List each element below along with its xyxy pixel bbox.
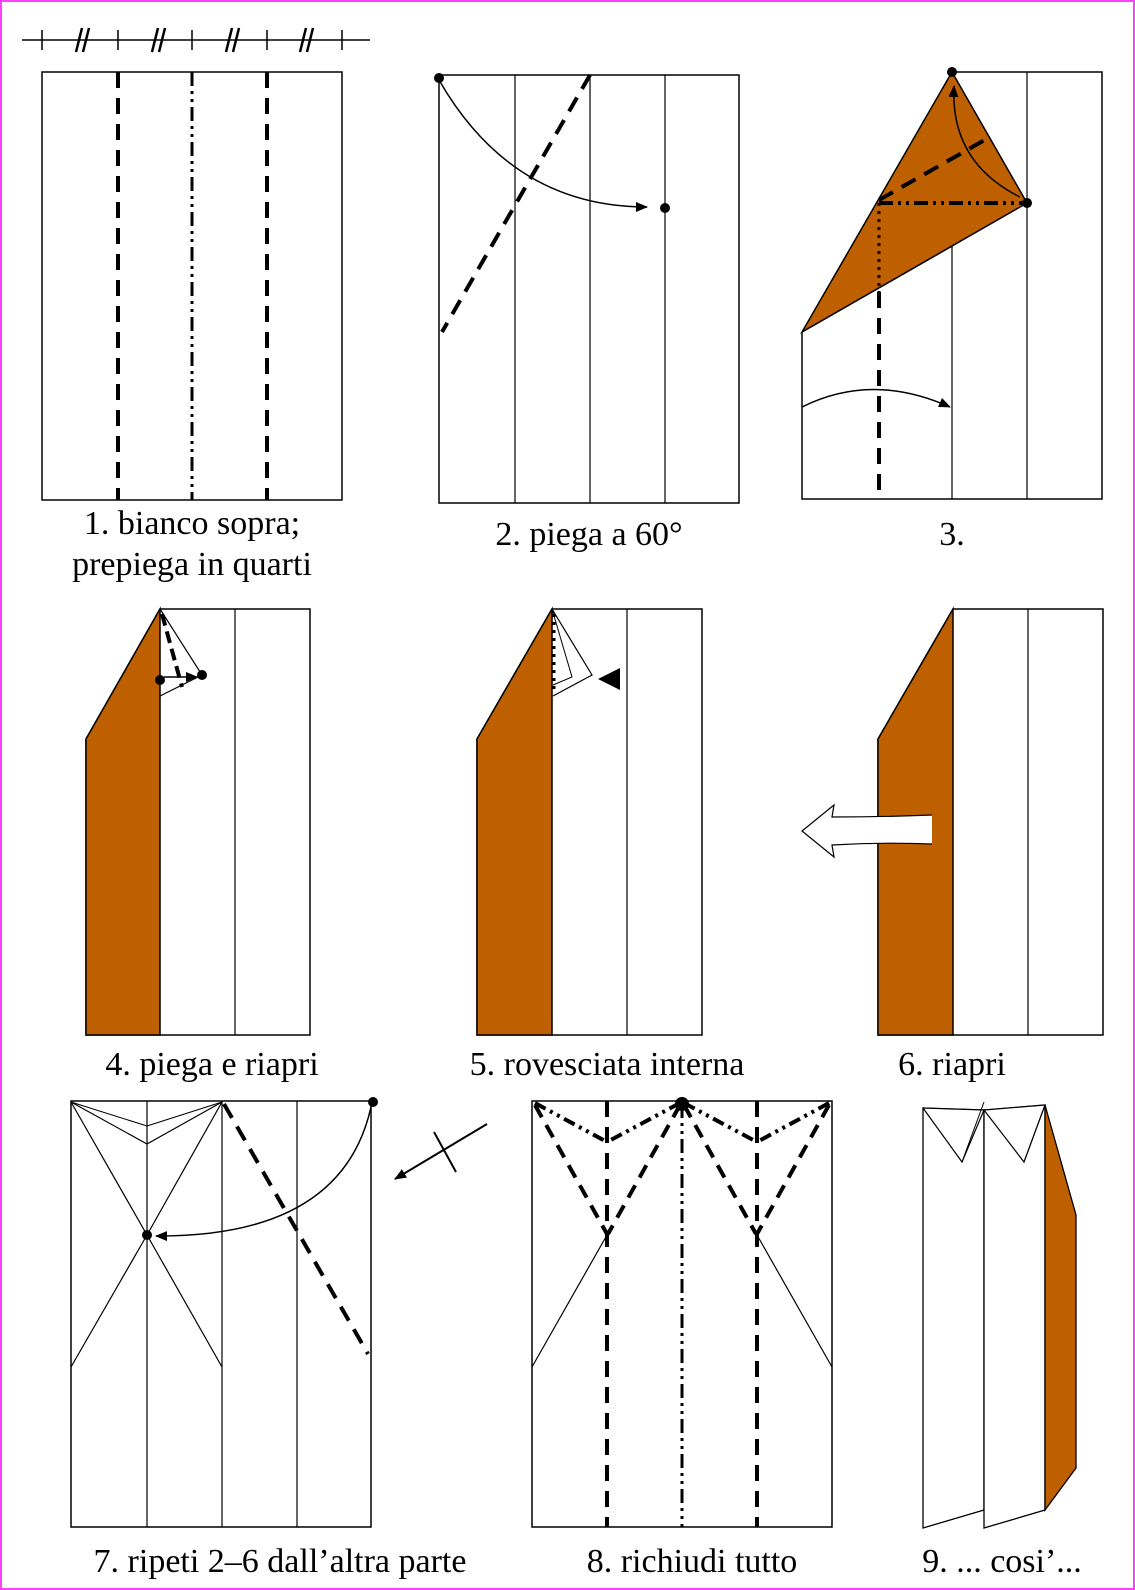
open-arrow-icon <box>801 803 933 859</box>
corner-point-dot <box>1022 198 1032 208</box>
step-5-caption: 5. rovesciata interna <box>470 1046 745 1083</box>
step-5-diagram <box>476 606 703 1036</box>
start-point-dot <box>434 73 444 83</box>
fold-point-dot <box>197 670 207 680</box>
step-1-caption-line2: prepiega in quarti <box>72 546 312 583</box>
step-8-diagram <box>531 1097 833 1528</box>
step-9-diagram <box>921 1101 1077 1529</box>
step-9-caption: 9. ... cosi’... <box>922 1543 1082 1580</box>
push-arrow-icon <box>598 668 620 690</box>
step-2-diagram <box>434 73 740 504</box>
step-4-diagram <box>85 606 311 1036</box>
target-point-dot <box>142 1230 152 1240</box>
step-1-diagram <box>41 71 343 501</box>
top-point-dot <box>947 67 957 77</box>
step-8-caption: 8. richiudi tutto <box>587 1543 798 1580</box>
corner-point-dot <box>368 1097 378 1107</box>
step-2-caption: 2. piega a 60° <box>495 516 682 553</box>
step-6-diagram <box>801 606 1104 1036</box>
step-7-caption: 7. ripeti 2–6 dall’altra parte <box>94 1543 467 1580</box>
repeat-other-side-arrow-icon <box>394 1123 488 1180</box>
target-point-dot <box>660 203 670 213</box>
fold-point-dot <box>155 675 165 685</box>
quarters-division-marks-icon <box>22 27 370 53</box>
step-1-caption-line1: 1. bianco sopra; <box>84 505 300 542</box>
step-7-diagram <box>70 1097 378 1528</box>
step-3-caption: 3. <box>939 516 965 553</box>
step-6-caption: 6. riapri <box>898 1046 1006 1083</box>
step-3-diagram <box>799 67 1103 500</box>
step-4-caption: 4. piega e riapri <box>105 1046 318 1083</box>
